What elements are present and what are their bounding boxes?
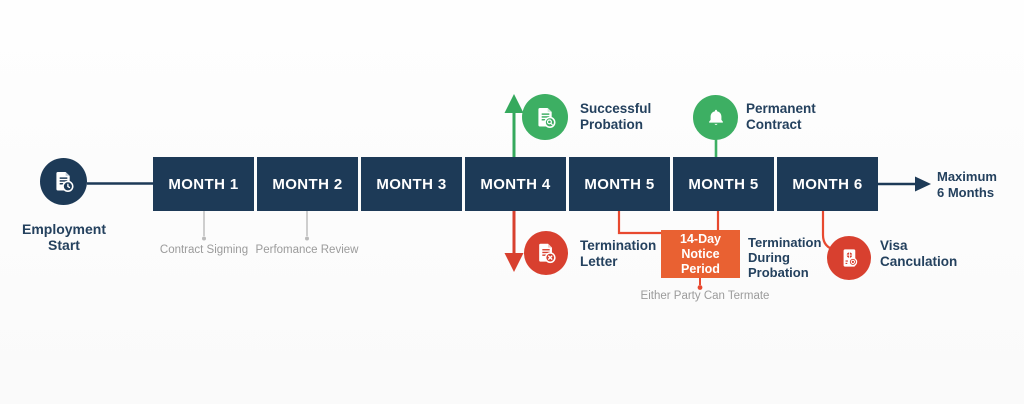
document-x-icon [539,243,556,264]
month-label: MONTH 2 [272,175,343,193]
month-label: MONTH 1 [168,175,239,193]
notice-period-note: Either Party Can Termate [640,290,770,302]
month1-note: Contract Sigming [159,244,249,256]
notice-period-box: 14-Day Notice Period [661,230,740,278]
month2-note-dot [305,236,309,241]
visa-cancellation-label: Visa Canculation [880,238,958,269]
maximum-6-months-label: Maximum 6 Months [937,169,997,200]
month-box-1: MONTH 1 [153,157,254,211]
notice-note-dot [697,285,703,290]
month-label: MONTH 4 [480,175,551,193]
passport-stamp-icon [843,249,858,267]
month-label: MONTH 5 [688,175,759,193]
termination-letter-circle [524,231,568,275]
month1-note-dot [202,236,206,241]
employment-start-label: Employment Start [21,221,106,253]
month-box-5b: MONTH 5 [673,157,774,211]
month-label: MONTH 5 [584,175,655,193]
document-clock-icon [56,171,74,192]
permanent-contract-label: Permanent Contract [746,101,816,132]
successful-probation-label: Successful Probation [580,101,652,132]
month-box-3: MONTH 3 [361,157,462,211]
success-up-arrow-head [504,94,524,113]
termination-letter-label: Termination Letter [580,238,657,269]
month2-note: Perfomance Review [255,244,359,256]
month-label: MONTH 6 [792,175,863,193]
end-arrow-head [915,176,931,192]
termination-during-probation-label: Termination During Probation [748,235,822,280]
permanent-contract-circle [693,95,738,140]
month-box-2: MONTH 2 [257,157,358,211]
month-box-6: MONTH 6 [777,157,878,211]
notice-period-connector-left [617,211,662,235]
termination-down-arrow-head [504,253,524,272]
document-check-icon [537,107,556,128]
month-label: MONTH 3 [376,175,447,193]
month-box-5a: MONTH 5 [569,157,670,211]
employment-start-circle [40,158,87,205]
successful-probation-circle [522,94,568,140]
visa-cancellation-circle [827,236,871,280]
month-box-4: MONTH 4 [465,157,566,211]
bell-icon [708,109,723,125]
